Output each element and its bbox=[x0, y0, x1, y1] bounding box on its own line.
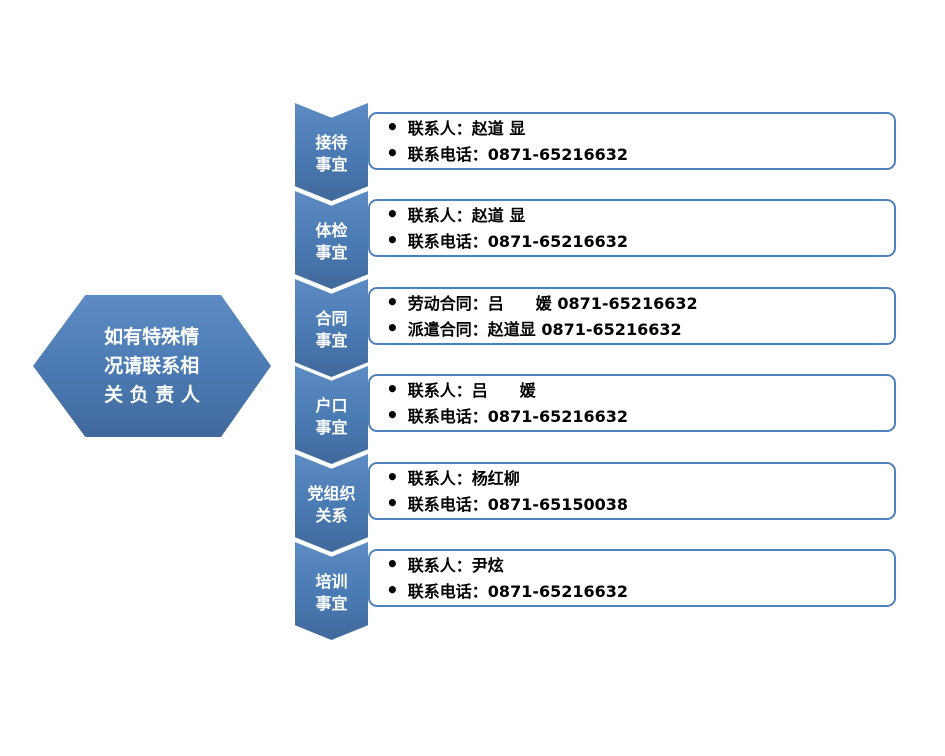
bullet-item: 联系电话：0871-65150038 bbox=[386, 492, 894, 517]
step-label-line: 事宜 bbox=[315, 418, 348, 437]
bullet-item: 派遣合同：赵道显 0871-65216632 bbox=[386, 317, 894, 342]
chevron-step-party-organization: 党组织 关系 bbox=[295, 454, 368, 552]
step-label-line: 户口 bbox=[315, 396, 348, 415]
step-label-line: 事宜 bbox=[315, 243, 348, 262]
info-box-physical-exam: 联系人：赵道 显 联系电话：0871-65216632 bbox=[368, 199, 896, 257]
bullet-item: 联系人：杨红柳 bbox=[386, 466, 894, 491]
main-arrow-line: 如有特殊情 bbox=[104, 325, 200, 348]
main-arrow-shape: 如有特殊情 况请联系相 关 负 责 人 bbox=[33, 295, 271, 437]
step-label-line: 事宜 bbox=[315, 155, 348, 174]
bullet-item: 联系人：尹炫 bbox=[386, 553, 894, 578]
info-box-household-registration: 联系人：吕 媛 联系电话：0871-65216632 bbox=[368, 374, 896, 432]
step-label-line: 接待 bbox=[315, 133, 348, 152]
info-box-party-organization: 联系人：杨红柳 联系电话：0871-65150038 bbox=[368, 462, 896, 520]
step-label-line: 体检 bbox=[315, 221, 348, 240]
info-box-contract: 劳动合同：吕 媛 0871-65216632 派遣合同：赵道显 0871-652… bbox=[368, 287, 896, 345]
main-arrow-line: 关 负 责 人 bbox=[104, 383, 200, 406]
chevron-step-reception: 接待 事宜 bbox=[295, 103, 368, 201]
bullet-item: 联系电话：0871-65216632 bbox=[386, 229, 894, 254]
chevron-step-training: 培训 事宜 bbox=[295, 542, 368, 640]
main-arrow-line: 况请联系相 bbox=[104, 354, 200, 377]
step-label-line: 事宜 bbox=[315, 594, 348, 613]
bullet-item: 联系人：吕 媛 bbox=[386, 378, 894, 403]
bullet-item: 联系电话：0871-65216632 bbox=[386, 404, 894, 429]
chevron-step-physical-exam: 体检 事宜 bbox=[295, 191, 368, 289]
step-label-line: 关系 bbox=[315, 506, 348, 525]
step-label-line: 培训 bbox=[315, 572, 348, 591]
chevron-step-household-registration: 户口 事宜 bbox=[295, 366, 368, 464]
step-label-line: 事宜 bbox=[315, 331, 348, 350]
bullet-item: 联系人：赵道 显 bbox=[386, 203, 894, 228]
bullet-item: 联系电话：0871-65216632 bbox=[386, 579, 894, 604]
info-box-training: 联系人：尹炫 联系电话：0871-65216632 bbox=[368, 549, 896, 607]
step-label-line: 党组织 bbox=[307, 484, 356, 503]
main-arrow-text: 如有特殊情 况请联系相 关 负 责 人 bbox=[104, 323, 200, 410]
info-box-reception: 联系人：赵道 显 联系电话：0871-65216632 bbox=[368, 112, 896, 170]
bullet-item: 联系人：赵道 显 bbox=[386, 116, 894, 141]
step-label-line: 合同 bbox=[315, 309, 348, 328]
chevron-step-contract: 合同 事宜 bbox=[295, 279, 368, 377]
bullet-item: 联系电话：0871-65216632 bbox=[386, 142, 894, 167]
bullet-item: 劳动合同：吕 媛 0871-65216632 bbox=[386, 291, 894, 316]
